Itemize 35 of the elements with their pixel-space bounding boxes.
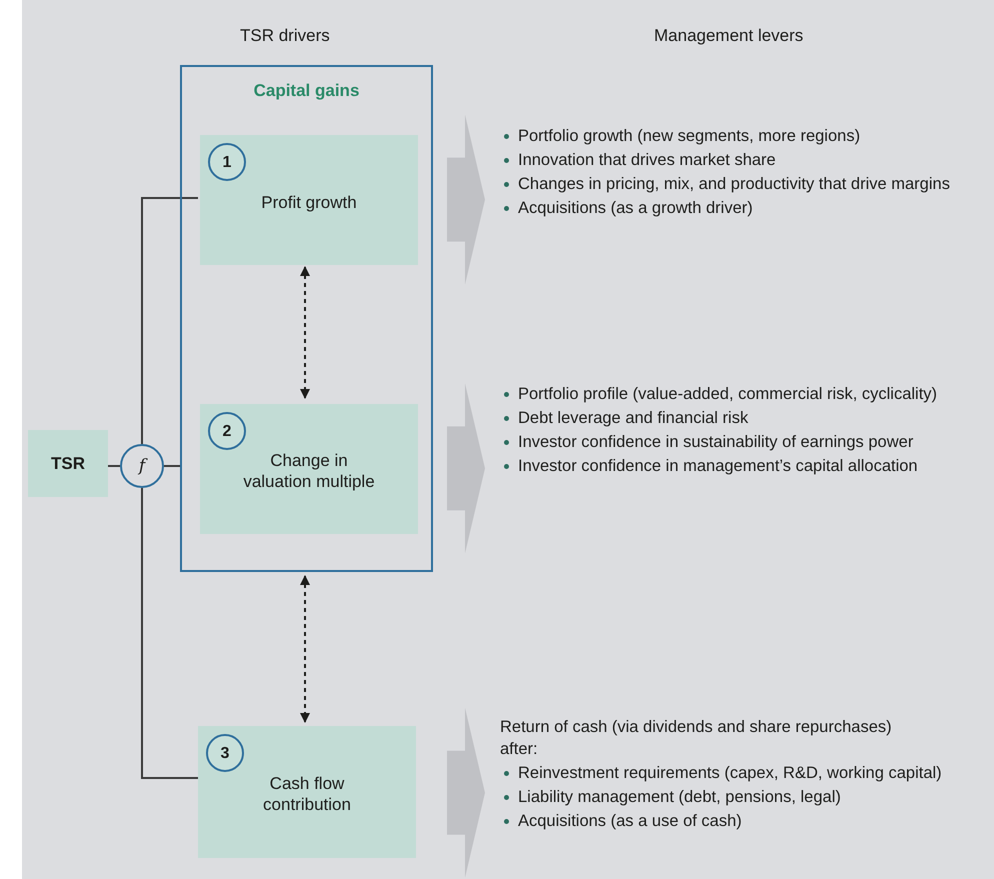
- lever-item: Liability management (debt, pensions, legal): [500, 787, 955, 807]
- driver-label: Change in valuation multiple: [242, 450, 376, 492]
- lever-item: Debt leverage and financial risk: [500, 408, 955, 428]
- lever-item: Investor confidence in sustainability of earnings power: [500, 432, 955, 452]
- lever-item: Investor confidence in management’s capital allocation: [500, 456, 955, 476]
- chevron-arrow: [447, 114, 485, 285]
- lever-item: Reinvestment requirements (capex, R&D, working capital): [500, 763, 955, 783]
- driver-box: [200, 404, 418, 534]
- chevron-arrow: [447, 708, 485, 878]
- connector-line: [141, 488, 198, 779]
- column-header: Management levers: [654, 26, 804, 46]
- lever-item: Changes in pricing, mix, and productivity that drive margins: [500, 174, 955, 194]
- dashed-arrow: [300, 575, 310, 723]
- connector-line: [108, 465, 120, 467]
- lever-intro: Return of cash (via dividends and share repurchases) after:: [500, 717, 893, 760]
- driver-box: [200, 135, 418, 265]
- connector-line: [141, 197, 198, 444]
- tsr-box: TSR: [28, 430, 108, 497]
- connector-line: [164, 465, 180, 467]
- step-number: 3: [206, 734, 244, 772]
- group-heading: Capital gains: [252, 81, 360, 101]
- driver-label: Cash flow contribution: [262, 773, 352, 815]
- chevron-arrow: [447, 383, 485, 554]
- column-header: TSR drivers: [240, 26, 330, 46]
- dashed-arrow: [300, 266, 310, 399]
- driver-box: [198, 726, 416, 858]
- lever-item: Acquisitions (as a growth driver): [500, 198, 955, 218]
- lever-item: Portfolio profile (value-added, commercial risk, cyclicality): [500, 384, 955, 404]
- lever-item: Portfolio growth (new segments, more regions): [500, 126, 955, 146]
- step-number: 2: [208, 412, 246, 450]
- capital-gains-frame: [180, 65, 433, 572]
- lever-item: Acquisitions (as a use of cash): [500, 811, 955, 831]
- driver-label: Profit growth: [260, 192, 358, 212]
- step-number: 1: [208, 143, 246, 181]
- lever-item: Innovation that drives market share: [500, 150, 955, 170]
